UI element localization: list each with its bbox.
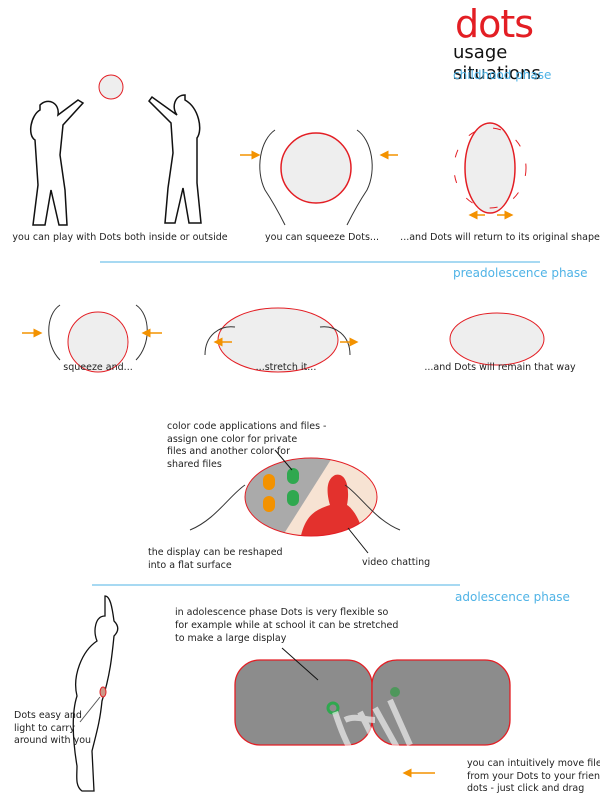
children-silhouettes [29, 94, 202, 226]
page-title: usage situations [453, 42, 541, 84]
phase-heading-adolescence: adolescence phase [455, 590, 570, 604]
phase-heading-childhood: childhood phase [453, 68, 552, 82]
standing-person [72, 595, 119, 792]
flat-dots-illustration [449, 312, 545, 366]
caption-play: you can play with Dots both inside or ou… [12, 232, 228, 243]
phase-heading-preadolescence: preadolescence phase [453, 266, 588, 280]
squeeze-illustration [240, 129, 398, 226]
color-code-note: color code applications and files -assig… [167, 421, 327, 470]
video-chatting-label: video chatting [362, 557, 431, 568]
return-shape-illustration [453, 122, 527, 220]
stretch-illustration [204, 307, 359, 373]
caption-squeeze-and: squeeze and... [63, 362, 133, 373]
caption-return: ...and Dots will return to its original … [400, 232, 600, 243]
dots-ball [98, 74, 124, 100]
dots-device-pocket [99, 686, 107, 698]
large-display-illustration [234, 647, 511, 778]
flexible-note: in adolescence phase Dots is very flexib… [175, 607, 399, 644]
caption-stretch: ...stretch it... [255, 362, 317, 373]
pre-squeeze-illustration [22, 304, 162, 373]
flat-display-illustration [189, 449, 401, 554]
caption-remain: ...and Dots will remain that way [424, 362, 576, 373]
dots-logo: dots [455, 2, 534, 46]
phase-divider-lines [92, 261, 540, 586]
caption-squeeze: you can squeeze Dots... [265, 232, 379, 243]
